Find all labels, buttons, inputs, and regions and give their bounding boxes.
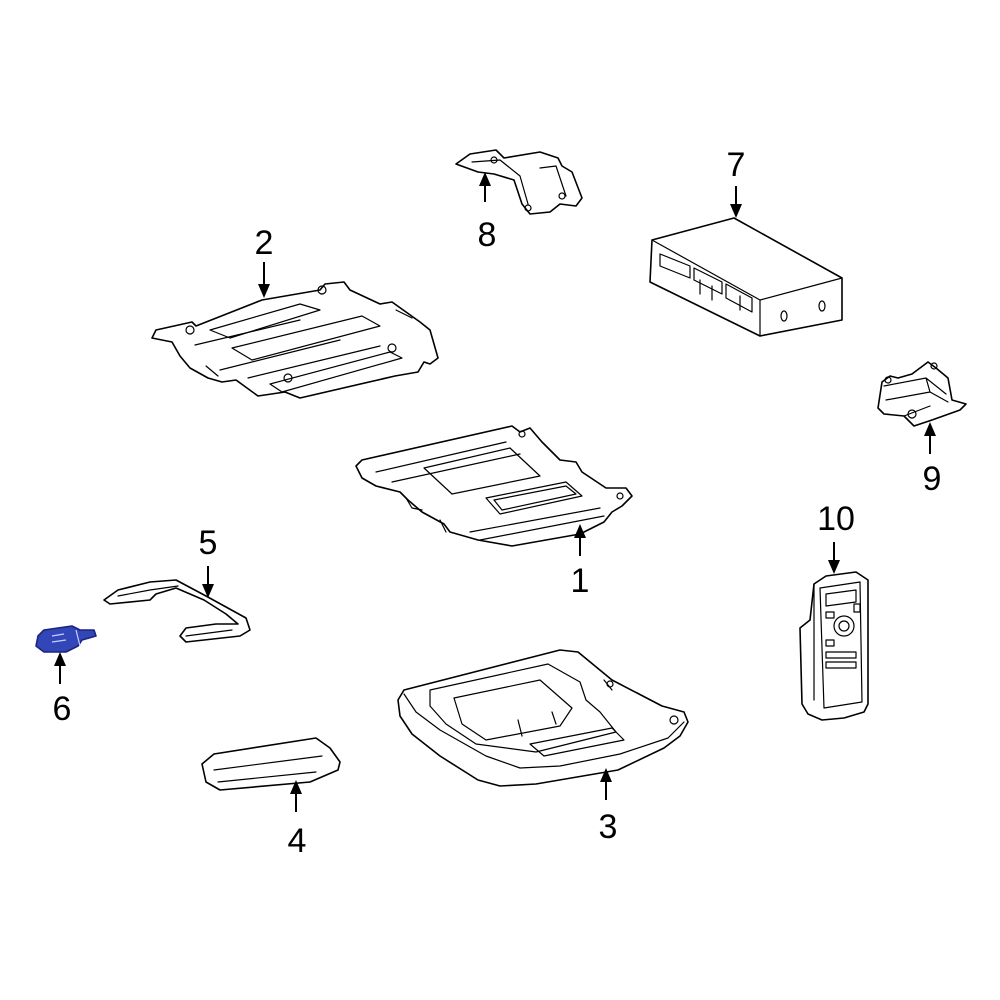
callout-6: 6 bbox=[53, 690, 72, 728]
callout-3: 3 bbox=[599, 808, 618, 846]
part-3-cover[interactable] bbox=[397, 649, 689, 787]
callout-9: 9 bbox=[923, 460, 942, 498]
callout-5: 5 bbox=[199, 524, 218, 562]
callout-10: 10 bbox=[817, 500, 855, 538]
callout-2: 2 bbox=[255, 224, 274, 262]
part-1-display-housing[interactable] bbox=[355, 425, 633, 547]
callout-8: 8 bbox=[478, 216, 497, 254]
part-2-mounting-plate[interactable] bbox=[151, 281, 439, 399]
callout-1: 1 bbox=[571, 562, 590, 600]
part-8-bracket[interactable] bbox=[455, 149, 583, 215]
part-9-bracket[interactable] bbox=[877, 361, 967, 427]
part-7-module[interactable] bbox=[649, 217, 843, 337]
part-5-wire-harness[interactable] bbox=[103, 579, 251, 643]
part-6-bulb[interactable] bbox=[35, 625, 97, 653]
callout-4: 4 bbox=[288, 822, 307, 860]
leader-lines bbox=[54, 172, 936, 812]
callout-7: 7 bbox=[727, 146, 746, 184]
part-4-lens[interactable] bbox=[201, 737, 341, 791]
part-10-remote[interactable] bbox=[799, 571, 869, 721]
